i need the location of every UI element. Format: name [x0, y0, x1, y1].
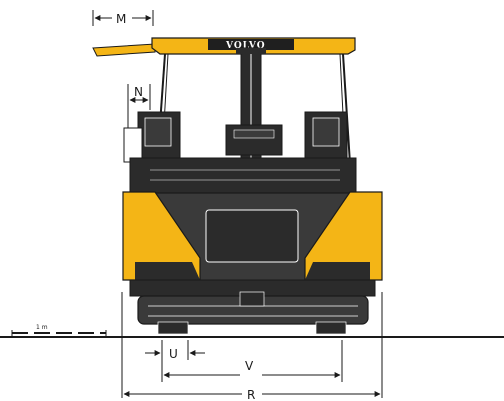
dimension-r: R: [121, 292, 383, 401]
undercarriage: [129, 279, 376, 335]
main-body: [129, 157, 357, 301]
dimension-v: V: [163, 340, 343, 382]
scale-bar: 1 m: [11, 324, 107, 336]
brand-logo-text: VOLVO: [225, 41, 266, 51]
dimension-n-label: N: [134, 85, 143, 99]
control-console: [225, 124, 283, 156]
hopper-wing-left: [122, 191, 201, 281]
dimension-m: M: [92, 10, 154, 26]
dimension-u: U: [145, 340, 205, 382]
dimension-n: N: [127, 84, 151, 128]
scale-bar-label: 1 m: [36, 324, 48, 331]
dimension-r-label: R: [247, 388, 255, 401]
dimension-v-label: V: [245, 359, 254, 373]
operator-seat-left: [123, 111, 181, 163]
dimension-m-label: M: [116, 12, 126, 26]
operator-seat-right: [304, 111, 348, 161]
dimension-u-label: U: [169, 347, 178, 361]
